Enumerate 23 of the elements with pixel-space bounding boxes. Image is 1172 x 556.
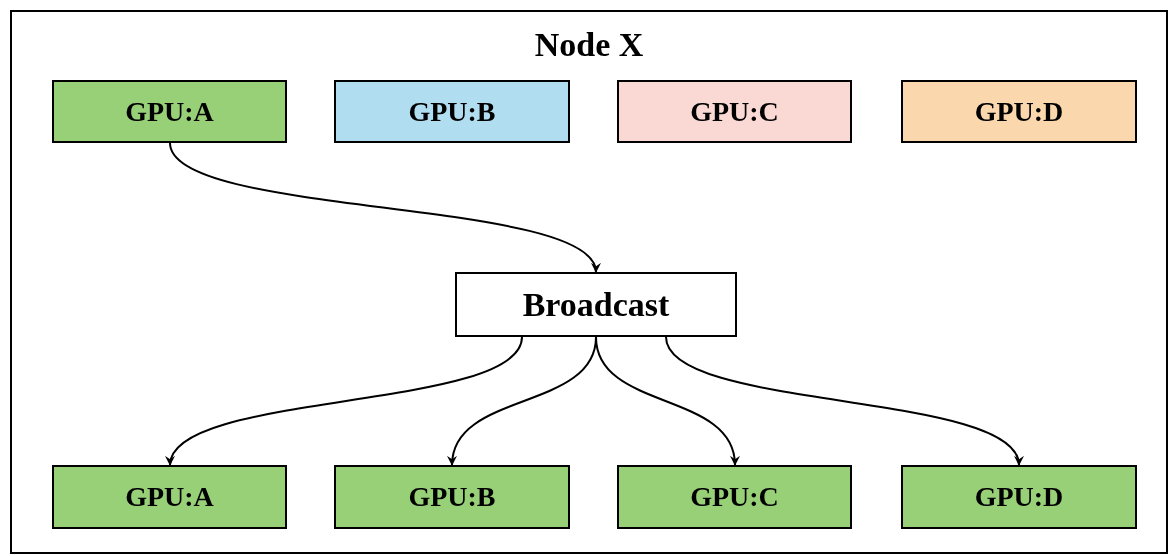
- box-label: GPU:B: [408, 97, 496, 126]
- box-label: GPU:B: [408, 483, 496, 511]
- group-frame: [10, 10, 1168, 554]
- box-label: Broadcast: [522, 287, 670, 322]
- group-title: Node X: [534, 28, 644, 62]
- box-label: GPU:A: [125, 483, 214, 511]
- curved-arrow: [595, 336, 739, 466]
- process-box: [901, 80, 1137, 143]
- process-box: [455, 272, 737, 337]
- process-box: [617, 465, 852, 529]
- process-box: [334, 80, 570, 143]
- box-label: GPU:C: [690, 97, 779, 126]
- process-box: [334, 465, 570, 529]
- curved-arrow: [665, 336, 1021, 466]
- box-label: GPU:A: [125, 97, 214, 126]
- process-box: [52, 465, 287, 529]
- process-box: [617, 80, 852, 143]
- process-box: [52, 80, 287, 143]
- box-label: GPU:D: [974, 483, 1064, 511]
- box-label: GPU:D: [974, 97, 1064, 126]
- process-box: [901, 465, 1137, 529]
- box-label: GPU:C: [690, 483, 779, 511]
- curved-arrow: [168, 336, 523, 466]
